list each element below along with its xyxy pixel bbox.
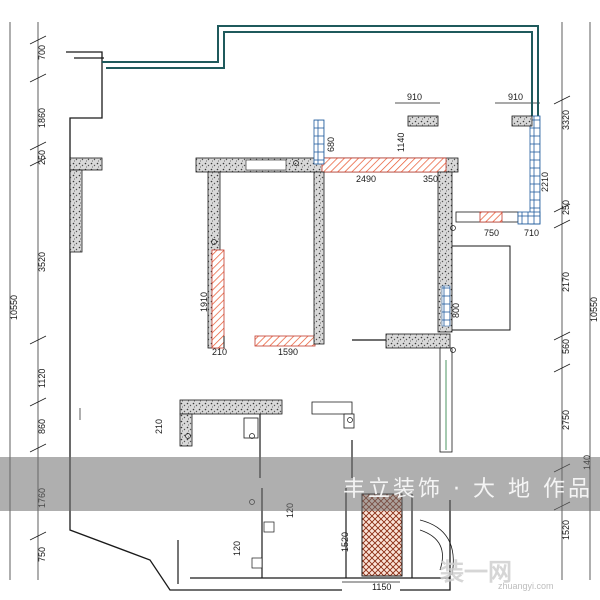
- dim-left-10550: 10550: [9, 295, 19, 320]
- watermark-logo: 装一网: [440, 558, 512, 586]
- dim-800: 800: [451, 303, 461, 318]
- dim-120-b: 120: [232, 541, 242, 556]
- dim-750: 750: [484, 228, 499, 238]
- balcony-walls: [313, 115, 541, 331]
- dim-right-2210: 2210: [540, 172, 550, 192]
- dim-1520: 1520: [340, 532, 350, 552]
- dim-1910: 1910: [199, 292, 209, 312]
- dim-1590: 1590: [278, 347, 298, 357]
- dim-right-1520: 1520: [561, 520, 571, 540]
- dimension-lines: [9, 22, 591, 583]
- exterior-wall-teal: [102, 25, 539, 210]
- dim-210-a: 210: [212, 347, 227, 357]
- dim-left-750: 750: [37, 547, 47, 562]
- dim-680: 680: [326, 137, 336, 152]
- living-walls: [69, 157, 453, 453]
- dim-top-910-a: 910: [407, 92, 422, 102]
- dim-350: 350: [423, 174, 438, 184]
- dim-210-b: 210: [154, 419, 164, 434]
- banner-text: 丰立装饰 · 大 地 作品: [343, 477, 593, 502]
- dim-1140: 1140: [396, 133, 406, 152]
- dim-left-1860: 1860: [37, 108, 47, 128]
- dim-left-250: 250: [37, 150, 47, 165]
- dim-left-3520: 3520: [37, 252, 47, 272]
- dim-right-2750: 2750: [561, 410, 571, 430]
- dim-1150: 1150: [372, 582, 391, 592]
- bedroom-walls: [195, 157, 459, 349]
- fixtures: [79, 160, 456, 505]
- dim-right-560: 560: [561, 339, 571, 354]
- dim-710: 710: [524, 228, 539, 238]
- dim-2490: 2490: [356, 174, 376, 184]
- banner: [0, 457, 600, 511]
- dim-top-910-b: 910: [508, 92, 523, 102]
- dim-right-250: 250: [561, 200, 571, 215]
- dim-left-1120: 1120: [37, 369, 47, 388]
- kitchen-walls: [179, 399, 355, 478]
- dim-left-860: 860: [37, 419, 47, 434]
- dim-right-3320: 3320: [561, 110, 571, 130]
- dim-right-2170: 2170: [561, 272, 571, 292]
- watermark-url: zhuangyi.com: [498, 581, 554, 591]
- dim-right-10550: 10550: [589, 297, 599, 322]
- dim-left-700: 700: [37, 45, 47, 60]
